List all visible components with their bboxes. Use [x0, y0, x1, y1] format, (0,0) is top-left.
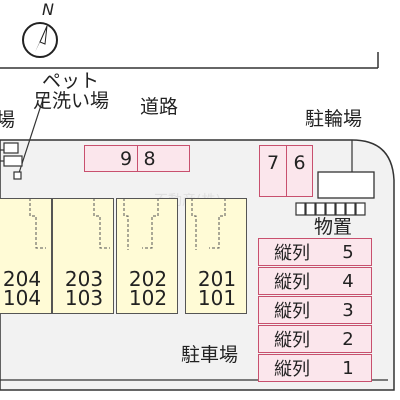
row-number: 4 [342, 270, 354, 292]
row-label: 縦列 [274, 243, 310, 264]
row-label: 縦列 [274, 272, 310, 293]
parking-space-8: 8 [137, 146, 161, 171]
pet-wash-label-line1: ペット [42, 70, 100, 92]
unit-upper-number: 202 [128, 267, 168, 291]
unit-204-104: 204 104 [0, 198, 52, 314]
unit-203-103: 203 103 [52, 198, 114, 314]
parking-space-6: 6 [286, 146, 312, 196]
parking-lot-label: 駐車場 [181, 344, 239, 366]
road-label: 道路 [140, 96, 179, 118]
parking-space-7: 7 [266, 152, 280, 174]
unit-lower-number: 104 [2, 286, 42, 310]
parking-row-3: 縦列 3 [258, 296, 372, 324]
compass-north-label: N [42, 0, 54, 19]
unit-upper-number: 203 [64, 267, 104, 291]
unit-lower-number: 101 [197, 286, 237, 310]
parking-row-4: 縦列 4 [258, 267, 372, 295]
parking-row-1: 縦列 1 [258, 354, 372, 382]
row-label: 縦列 [274, 301, 310, 322]
unit-lower-number: 103 [64, 286, 104, 310]
parking-row-5: 縦列 5 [258, 238, 372, 266]
unit-upper-number: 201 [197, 267, 237, 291]
unit-202-102: 202 102 [116, 198, 178, 314]
bike-parking-label: 駐輪場 [305, 108, 363, 130]
storage-label: 物置 [314, 216, 353, 238]
row-number: 5 [342, 241, 354, 263]
parking-top: 9 8 [84, 145, 190, 172]
row-number: 3 [342, 299, 354, 321]
row-label: 縦列 [274, 359, 310, 380]
parking-right: 7 6 [259, 145, 313, 197]
compass-icon [22, 22, 58, 58]
unit-lower-number: 102 [128, 286, 168, 310]
parking-space-9: 9 [119, 147, 133, 170]
row-label: 縦列 [274, 330, 310, 351]
row-number: 1 [342, 357, 354, 379]
unit-201-101: 201 101 [185, 198, 247, 314]
row-number: 2 [342, 328, 354, 350]
parking-row-2: 縦列 2 [258, 325, 372, 353]
left-cut-label: 場 [0, 109, 16, 131]
storage-blocks [295, 202, 366, 216]
unit-upper-number: 204 [2, 267, 42, 291]
pet-wash-label-line2: 足洗い場 [33, 90, 110, 112]
